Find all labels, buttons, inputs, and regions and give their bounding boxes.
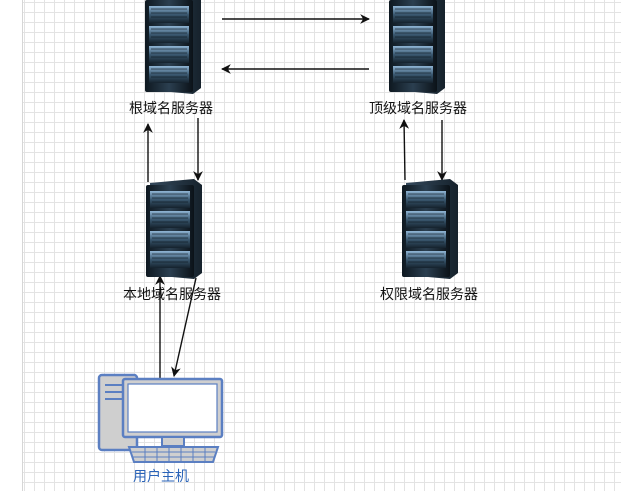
left-panel-edge (0, 0, 23, 491)
server-rack-icon (388, 0, 446, 94)
desktop-computer-icon (97, 373, 224, 463)
root-server-label: 根域名服务器 (129, 101, 213, 117)
auth-server-label: 权限域名服务器 (380, 287, 478, 303)
user-host-label: 用户主机 (133, 469, 189, 485)
tld-server-label: 顶级域名服务器 (369, 101, 467, 117)
server-rack-icon (144, 0, 202, 94)
edges-group (143, 14, 447, 378)
edge-auth-to-tld (399, 119, 410, 181)
server-rack-icon (401, 179, 459, 279)
server-rack-icon (145, 179, 203, 279)
local-server-label: 本地域名服务器 (123, 287, 221, 303)
edge-local-to-user (171, 277, 197, 377)
